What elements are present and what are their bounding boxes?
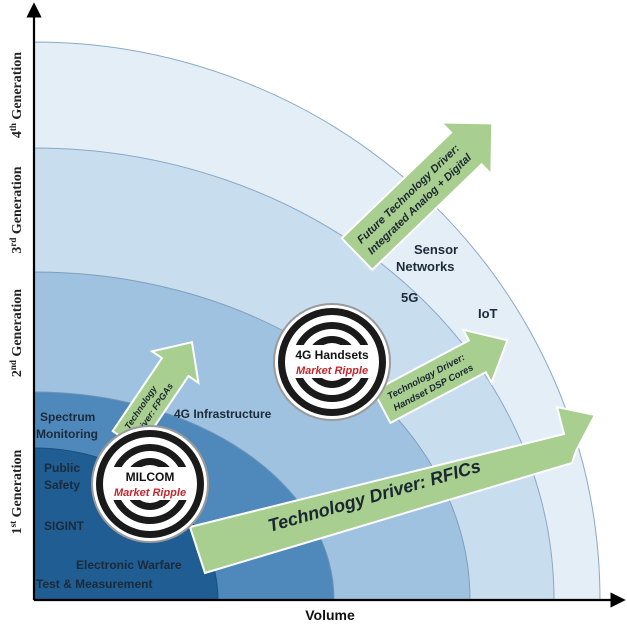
handsets-ripple: 4G Handsets Market Ripple xyxy=(273,303,391,421)
x-axis-label: Volume xyxy=(305,607,355,623)
arrow-rfics-shape xyxy=(188,405,597,575)
arrow-dsp-shape xyxy=(372,328,509,425)
label-sensor-networks-2: Networks xyxy=(396,259,455,274)
label-sigint: SIGINT xyxy=(44,519,85,533)
y-label-1st-generation: 1st Generation xyxy=(8,449,25,534)
handsets-ripple-title: 4G Handsets xyxy=(295,348,369,362)
y-label-3rd-generation: 3rd Generation xyxy=(8,166,25,253)
label-test-measurement: Test & Measurement xyxy=(36,577,152,591)
milcom-ripple: MILCOM Market Ripple xyxy=(91,425,209,543)
milcom-ripple-title: MILCOM xyxy=(126,470,175,484)
label-public-safety-2: Safety xyxy=(44,478,80,492)
y-label-2nd-generation: 2nd Generation xyxy=(8,289,25,377)
label-sensor-networks-1: Sensor xyxy=(414,242,458,257)
label-public-safety-1: Public xyxy=(44,461,80,475)
milcom-ripple-subtitle: Market Ripple xyxy=(114,487,186,499)
arrow-future-shape xyxy=(340,121,494,272)
handsets-ripple-subtitle: Market Ripple xyxy=(296,365,368,377)
label-4g-infrastructure: 4G Infrastructure xyxy=(174,407,272,421)
label-electronic-warfare: Electronic Warfare xyxy=(76,558,182,572)
label-iot: IoT xyxy=(478,306,498,321)
label-5g: 5G xyxy=(401,290,418,305)
label-spectrum-monitoring-1: Spectrum xyxy=(40,410,95,424)
y-label-4th-generation: 4th Generation xyxy=(8,52,25,138)
label-spectrum-monitoring-2: Monitoring xyxy=(36,427,98,441)
